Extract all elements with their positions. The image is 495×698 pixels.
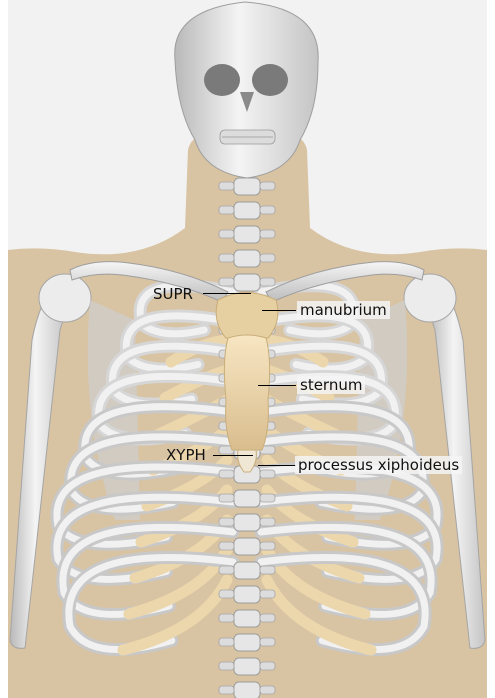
label-supr: SUPR xyxy=(150,285,196,303)
vertebral-process xyxy=(260,278,275,286)
manubrium-leader xyxy=(262,310,296,311)
vertebral-process xyxy=(219,254,234,262)
vertebral-process xyxy=(260,662,275,670)
vertebral-process xyxy=(219,182,234,190)
vertebral-process xyxy=(260,542,275,550)
vertebral-process xyxy=(260,206,275,214)
vertebral-process xyxy=(260,254,275,262)
vertebral-process xyxy=(219,662,234,670)
vertebral-process xyxy=(260,638,275,646)
vertebral-process xyxy=(260,494,275,502)
vertebral-process xyxy=(260,230,275,238)
vertebral-process xyxy=(260,566,275,574)
vertebra xyxy=(234,538,260,555)
vertebral-process xyxy=(260,590,275,598)
vertebral-process xyxy=(260,518,275,526)
supr-leader xyxy=(203,293,251,294)
label-manubrium: manubrium xyxy=(297,301,390,319)
vertebra xyxy=(234,658,260,675)
vertebral-process xyxy=(219,638,234,646)
vertebral-process xyxy=(219,614,234,622)
vertebra xyxy=(234,202,260,219)
vertebra xyxy=(234,178,260,195)
vertebral-process xyxy=(260,182,275,190)
vertebra xyxy=(234,250,260,267)
vertebra xyxy=(234,514,260,531)
vertebral-process xyxy=(260,470,275,478)
vertebra xyxy=(234,274,260,291)
label-processus-xiphoideus: processus xiphoideus xyxy=(295,456,462,474)
vertebral-process xyxy=(260,686,275,694)
sternum-body-shape xyxy=(224,335,269,450)
vertebral-process xyxy=(219,470,234,478)
vertebra xyxy=(234,490,260,507)
vertebral-process xyxy=(219,278,234,286)
vertebral-process xyxy=(260,614,275,622)
vertebra xyxy=(234,562,260,579)
sternum-leader xyxy=(258,385,296,386)
vertebral-process xyxy=(219,590,234,598)
label-sternum: sternum xyxy=(297,376,365,394)
vertebra xyxy=(234,634,260,651)
vertebral-process xyxy=(219,518,234,526)
label-xyph: XYPH xyxy=(163,446,209,464)
vertebra xyxy=(234,226,260,243)
vertebral-process xyxy=(219,230,234,238)
vertebra xyxy=(234,586,260,603)
vertebral-process xyxy=(219,542,234,550)
vertebral-process xyxy=(219,566,234,574)
xyph-leader xyxy=(213,455,253,456)
vertebral-process xyxy=(219,686,234,694)
manubrium-shape xyxy=(216,293,278,339)
vertebral-process xyxy=(219,206,234,214)
vertebra xyxy=(234,610,260,627)
vertebral-process xyxy=(219,494,234,502)
processus-leader xyxy=(258,465,296,466)
vertebra xyxy=(234,682,260,698)
